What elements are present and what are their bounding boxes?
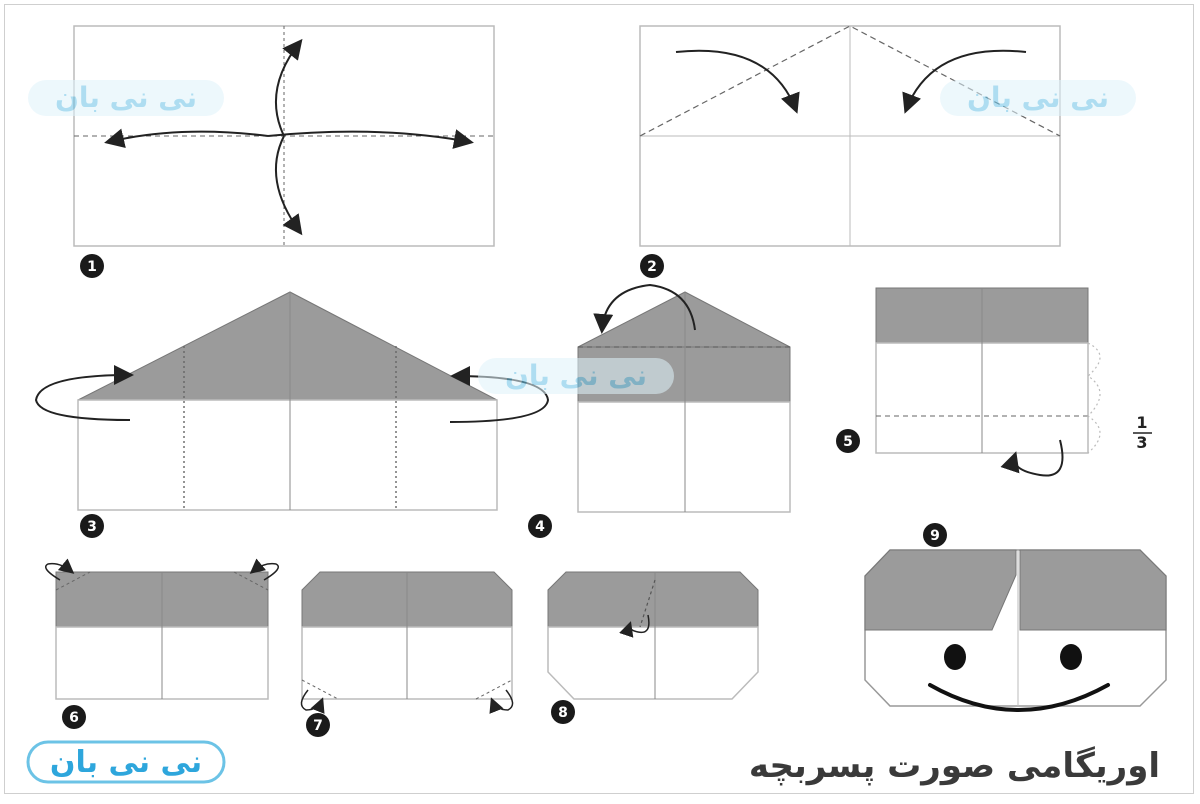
watermark-logo-topleft: نی نی بان	[28, 80, 224, 116]
svg-text:نی نی بان: نی نی بان	[50, 745, 202, 780]
step-badges: 1 2 3 4 5 6 7 8 9	[62, 254, 947, 737]
svg-text:8: 8	[558, 705, 568, 721]
fraction-numerator: 1	[1136, 413, 1147, 432]
watermark-logo-topright: نی نی بان	[940, 80, 1136, 116]
svg-text:نی نی بان: نی نی بان	[55, 81, 197, 114]
step-badge-6: 6	[62, 705, 86, 729]
step-7-diagram	[300, 571, 514, 714]
step-1-diagram	[73, 25, 495, 247]
watermark-logo-center: نی نی بان	[478, 358, 674, 394]
svg-text:7: 7	[313, 718, 323, 734]
svg-text:5: 5	[843, 434, 853, 450]
right-eye	[1060, 644, 1082, 670]
svg-text:2: 2	[647, 259, 657, 275]
step-badge-3: 3	[80, 514, 104, 538]
step-5-diagram	[875, 287, 1101, 477]
page-title: اوریگامی صورت پسربچه	[748, 746, 1160, 786]
brand-logo-bottomleft: نی نی بان	[26, 740, 226, 784]
step-badge-7: 7	[306, 713, 330, 737]
step-6-diagram	[45, 558, 279, 700]
svg-text:6: 6	[69, 710, 79, 726]
step-badge-5: 5	[836, 429, 860, 453]
fraction-denominator: 3	[1136, 433, 1147, 452]
svg-text:3: 3	[87, 519, 97, 535]
svg-text:9: 9	[930, 528, 940, 544]
step-3-diagram	[34, 291, 550, 511]
step-4-diagram	[577, 283, 791, 513]
step-badge-8: 8	[551, 700, 575, 724]
step-badge-1: 1	[80, 254, 104, 278]
step-9-diagram	[864, 549, 1167, 712]
step-badge-4: 4	[528, 514, 552, 538]
left-eye	[944, 644, 966, 670]
svg-text:نی نی بان: نی نی بان	[967, 81, 1109, 114]
step-2-diagram	[639, 25, 1061, 247]
step-badge-9: 9	[923, 523, 947, 547]
svg-text:4: 4	[535, 519, 545, 535]
smile	[928, 683, 1110, 712]
step-8-diagram	[547, 571, 759, 700]
step-badge-2: 2	[640, 254, 664, 278]
svg-text:نی نی بان: نی نی بان	[505, 359, 647, 392]
svg-text:1: 1	[87, 259, 97, 275]
